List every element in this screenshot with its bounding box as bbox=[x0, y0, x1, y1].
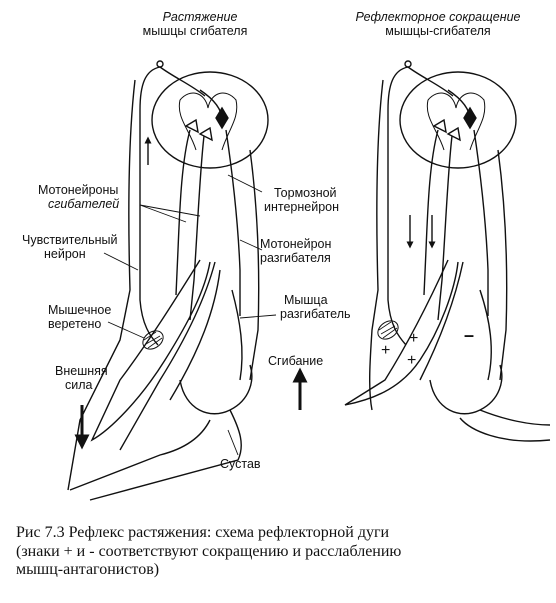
label-external-force-line1: Внешняя bbox=[55, 364, 108, 378]
label-sensory-neuron-line2: нейрон bbox=[44, 247, 86, 261]
left-title-line1: Растяжение bbox=[162, 10, 238, 24]
muscle-spindle bbox=[142, 330, 164, 350]
label-muscle-spindle: Мышечное веретено bbox=[48, 303, 111, 331]
forearm-left bbox=[179, 364, 253, 415]
label-extensor-motoneuron-line2: разгибателя bbox=[260, 251, 331, 265]
plus-sign-2: + bbox=[409, 330, 419, 347]
label-inhibitory-interneuron: Тормозной интернейрон bbox=[264, 186, 339, 214]
label-external-force-line2: сила bbox=[65, 378, 93, 392]
motor-fiber-extensor bbox=[225, 129, 241, 316]
label-extensor-motoneuron: Мотонейрон разгибателя bbox=[260, 237, 331, 265]
label-flexion: Сгибание bbox=[268, 354, 323, 368]
label-muscle-spindle-line1: Мышечное bbox=[48, 303, 112, 317]
label-sensory-neuron-line1: Чувствительный bbox=[22, 233, 118, 247]
label-flexor-motoneurons: Мотонейроны сгибателей bbox=[38, 183, 119, 211]
right-panel-drawing bbox=[292, 60, 551, 442]
left-title-line2: мышцы сгибателя bbox=[142, 24, 248, 38]
motor-fiber-2 bbox=[189, 135, 205, 321]
flexor-muscle-right bbox=[344, 259, 459, 406]
extensor-muscle-right bbox=[479, 289, 492, 381]
right-title-line2: мышцы-сгибателя bbox=[385, 24, 491, 38]
arm-outline-left bbox=[67, 79, 136, 491]
spinal-cord-left bbox=[151, 71, 269, 169]
caption-line3: мышц-антагонистов) bbox=[16, 561, 160, 578]
label-extensor-motoneuron-line1: Мотонейрон bbox=[260, 237, 332, 251]
flexor-muscle-left bbox=[90, 259, 211, 442]
left-panel-title: Растяжение bbox=[145, 10, 255, 24]
sensory-fiber-right bbox=[387, 66, 409, 346]
label-sensory-neuron: Чувствительный нейрон bbox=[22, 233, 117, 261]
label-extensor-muscle-line1: Мышца bbox=[284, 293, 328, 307]
plus-sign-3: + bbox=[407, 352, 417, 369]
extensor-muscle-left bbox=[231, 289, 243, 381]
arm-outline-right bbox=[368, 79, 384, 411]
forearm-right bbox=[429, 364, 503, 415]
caption-line1: Рис 7.3 Рефлекс растяжения: схема рефлек… bbox=[16, 524, 390, 541]
minus-sign: – bbox=[464, 325, 475, 345]
label-extensor-muscle: Мышца разгибатель bbox=[280, 293, 351, 321]
label-flexor-motoneurons-line1: Мотонейроны bbox=[38, 183, 119, 197]
right-panel-subtitle: мышцы-сгибателя bbox=[363, 24, 513, 38]
label-flexor-motoneurons-line2: сгибателей bbox=[48, 197, 120, 211]
label-inhibitory-interneuron-line1: Тормозной bbox=[274, 186, 337, 200]
label-joint: Сустав bbox=[220, 457, 261, 471]
left-panel-subtitle: мышцы сгибателя bbox=[125, 24, 265, 38]
label-inhibitory-interneuron-line2: интернейрон bbox=[264, 200, 340, 214]
figure-caption: Рис 7.3 Рефлекс растяжения: схема рефлек… bbox=[16, 524, 546, 580]
gray-matter-left bbox=[178, 92, 238, 151]
caption-line2: (знаки + и - соответствуют сокращению и … bbox=[16, 542, 402, 560]
label-flexion-text: Сгибание bbox=[268, 354, 324, 368]
motor-fiber-1 bbox=[175, 129, 191, 296]
left-panel-drawing bbox=[67, 60, 277, 501]
label-external-force: Внешняя сила bbox=[55, 364, 108, 392]
spinal-cord-right bbox=[399, 71, 517, 169]
right-panel-title: Рефлекторное сокращение bbox=[343, 10, 533, 24]
plus-sign-1: + bbox=[381, 342, 391, 359]
label-joint-text: Сустав bbox=[220, 457, 261, 471]
label-muscle-spindle-line2: веретено bbox=[48, 317, 102, 331]
right-title-line1: Рефлекторное сокращение bbox=[355, 10, 521, 24]
label-extensor-muscle-line2: разгибатель bbox=[280, 307, 351, 321]
